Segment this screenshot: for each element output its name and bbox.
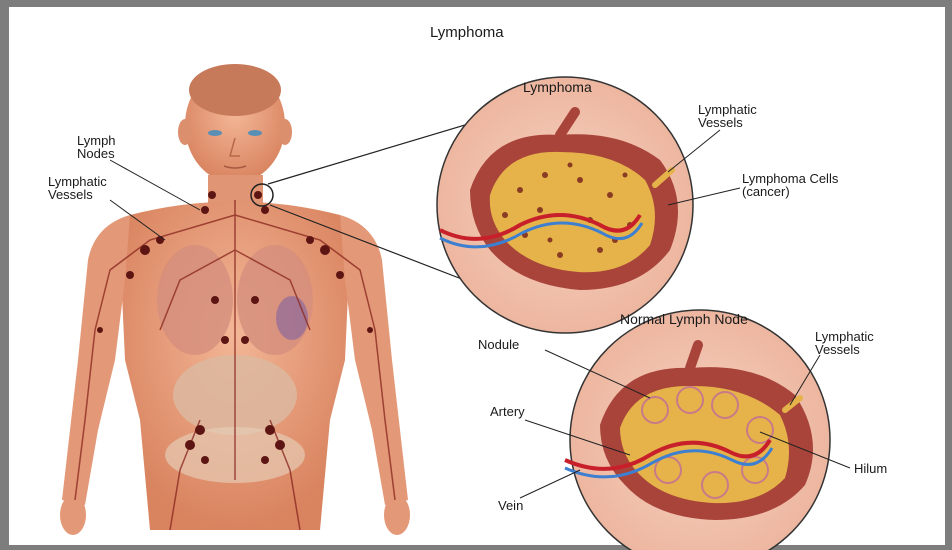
hair <box>189 64 281 116</box>
left-ear <box>178 119 192 145</box>
lymphoma-node-title: Lymphoma <box>523 80 592 94</box>
right-hand <box>384 495 410 535</box>
left-arm <box>62 215 130 505</box>
spleen <box>276 296 308 340</box>
label-hilum: Hilum <box>854 462 887 475</box>
left-eye <box>208 130 222 136</box>
right-eye <box>248 130 262 136</box>
body-label-lymphatic-vessels: Lymphatic Vessels <box>48 175 107 201</box>
label-vein: Vein <box>498 499 523 512</box>
right-arm <box>340 215 408 505</box>
label-lymphoma-cells: Lymphoma Cells (cancer) <box>742 172 838 198</box>
main-title: Lymphoma <box>430 25 504 40</box>
normal-node-title: Normal Lymph Node <box>620 312 748 326</box>
lymphoma-node-magnified <box>437 77 693 333</box>
right-ear <box>278 119 292 145</box>
label-artery: Artery <box>490 405 525 418</box>
label-nodule: Nodule <box>478 338 519 351</box>
bottom-label-lymphatic-vessels: Lymphatic Vessels <box>815 330 874 356</box>
normal-node-magnified <box>565 310 830 550</box>
left-hand <box>60 495 86 535</box>
body-label-lymph-nodes: Lymph Nodes <box>77 134 116 160</box>
top-label-lymphatic-vessels: Lymphatic Vessels <box>698 103 757 129</box>
